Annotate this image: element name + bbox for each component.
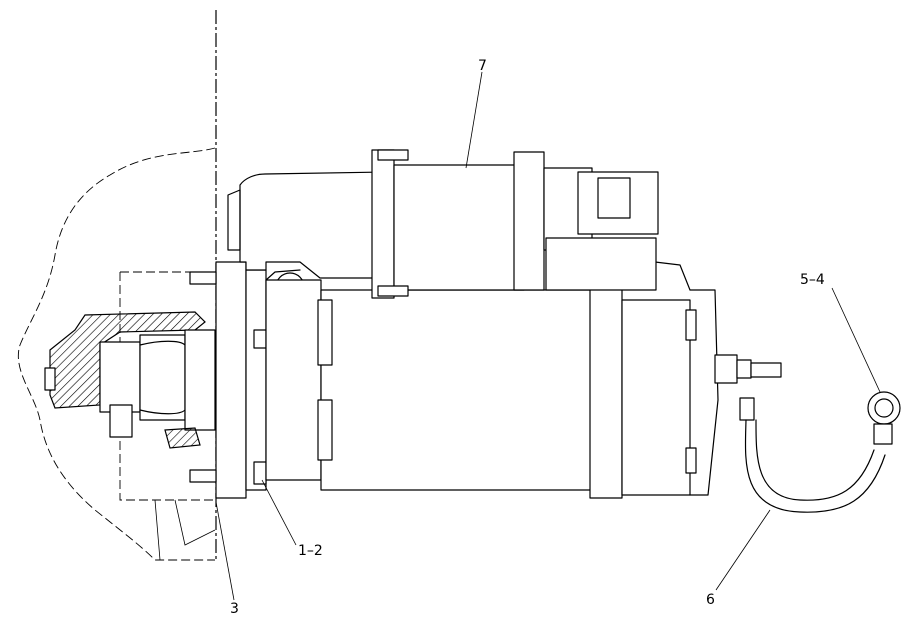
leader-lines xyxy=(215,71,881,601)
pinion-gear-assembly xyxy=(44,311,216,449)
callout-6: 6 xyxy=(706,592,715,608)
housing-lower xyxy=(154,499,216,561)
leader-7 xyxy=(465,71,483,169)
leader-1-2 xyxy=(261,479,297,546)
leader-6 xyxy=(715,509,771,591)
solenoid xyxy=(371,149,659,299)
leader-3 xyxy=(215,501,235,601)
engine-outline xyxy=(18,147,216,561)
motor-body xyxy=(265,261,719,499)
callout-3: 3 xyxy=(230,601,239,617)
callout-7: 7 xyxy=(478,58,487,74)
terminal-stud xyxy=(714,354,782,421)
leader-5-4 xyxy=(831,287,881,393)
mounting-flange xyxy=(189,261,267,499)
nose-housing xyxy=(227,171,386,302)
callout-1-2: 1–2 xyxy=(298,543,323,559)
ground-cable xyxy=(744,391,901,513)
callout-5-4: 5–4 xyxy=(800,272,825,288)
